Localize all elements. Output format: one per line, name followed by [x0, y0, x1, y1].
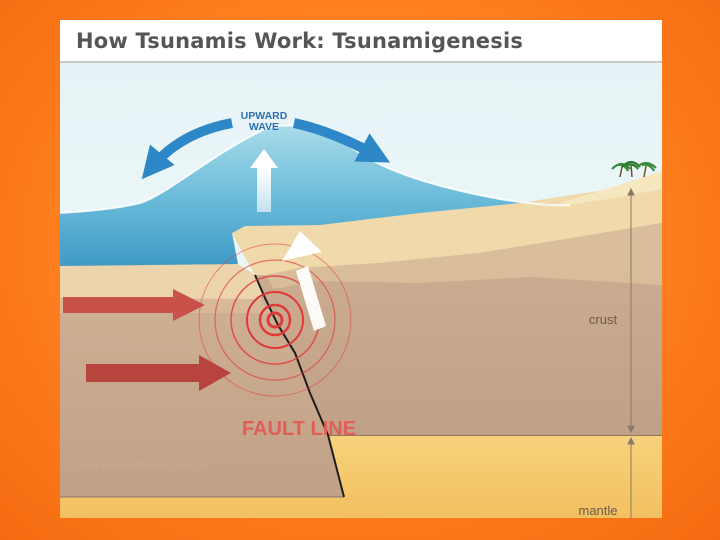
palm-trees-icon	[611, 160, 657, 178]
tsunami-diagram: UPWARD WAVE FAULT LINE crust mantle © 20…	[60, 63, 662, 518]
curved-arrow-icon	[292, 118, 391, 163]
beach	[550, 171, 662, 206]
curved-arrow-icon	[141, 118, 233, 180]
crust-extent-marker	[627, 187, 635, 434]
up-arrow-icon	[282, 231, 326, 331]
upward-wave-label-line1: UPWARD	[241, 110, 288, 122]
push-arrow-icon	[86, 355, 231, 391]
left-sediment-layer	[60, 264, 263, 299]
push-arrow-icon	[63, 289, 205, 321]
upward-wave-label-line2: WAVE	[249, 121, 279, 133]
up-arrow-icon	[250, 149, 278, 212]
copyright-notice: © 2004 HowStuffWorks.com Inc.	[66, 460, 210, 471]
mantle-extent-marker	[627, 436, 635, 518]
ocean-water	[60, 125, 570, 267]
right-mid-layer	[266, 223, 662, 288]
diagram-panel: How Tsunamis Work: Tsunamigenesis	[60, 20, 662, 518]
crust-label: crust	[589, 312, 618, 327]
right-sand-layer	[232, 175, 662, 275]
diagram-title: How Tsunamis Work: Tsunamigenesis	[76, 29, 524, 53]
title-divider	[60, 61, 662, 63]
fault-line-label: FAULT LINE	[242, 418, 356, 440]
mantle-label: mantle	[578, 503, 617, 518]
fault-line	[254, 274, 345, 498]
